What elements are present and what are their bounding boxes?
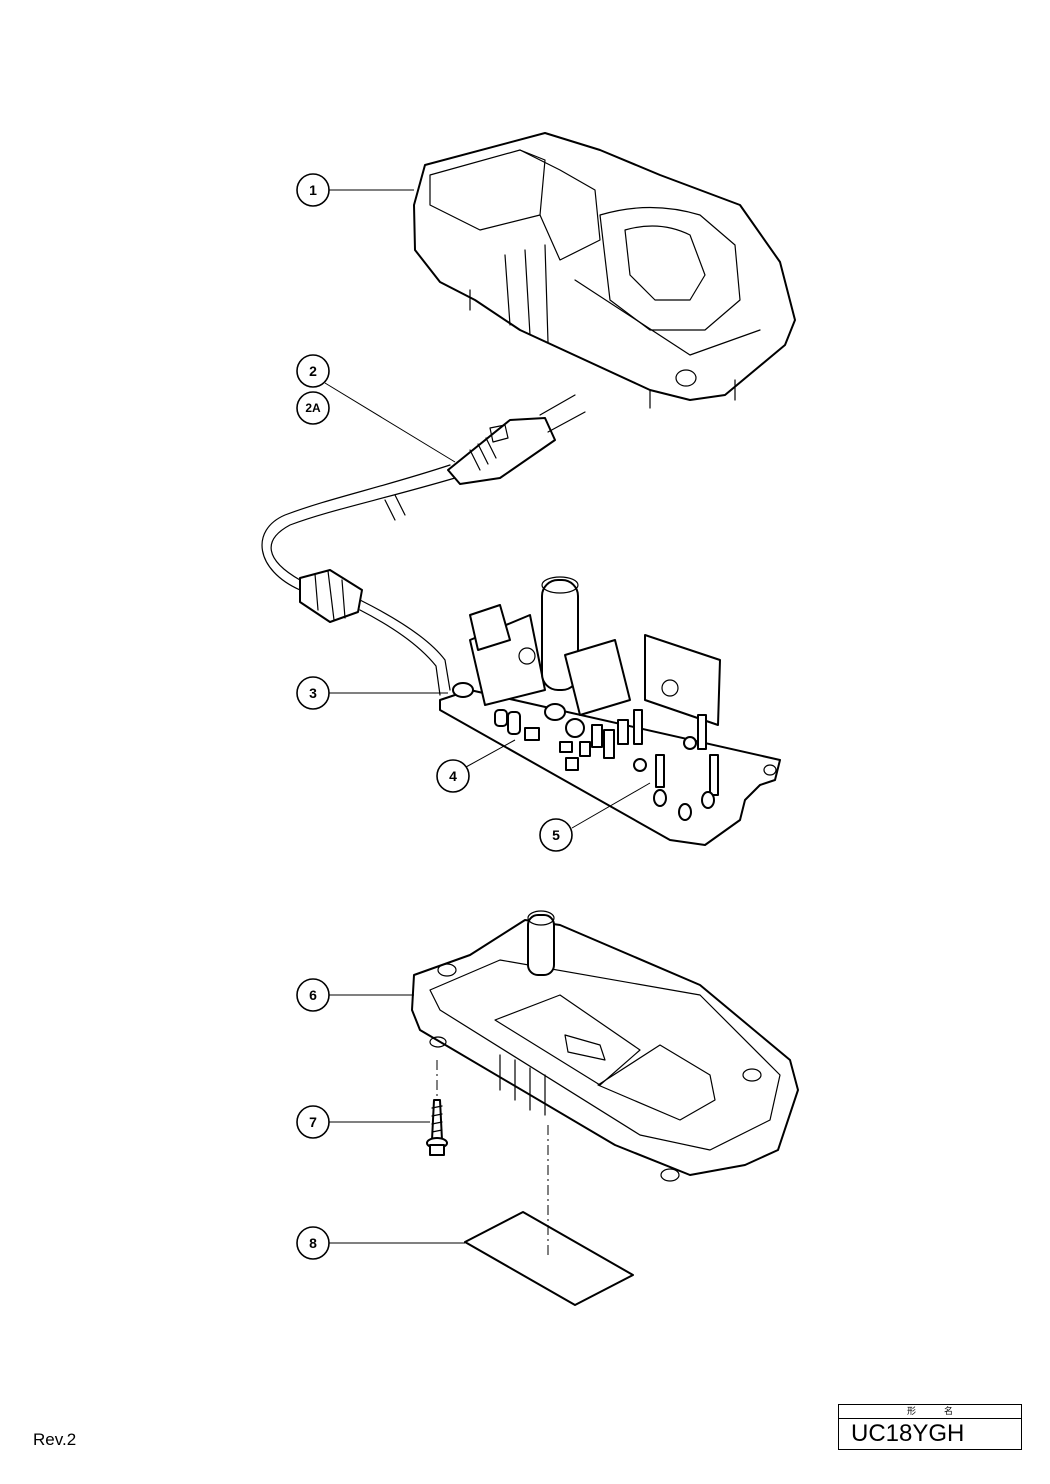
charger-top-housing: [413, 132, 796, 409]
callout-1: 1: [296, 173, 330, 207]
pcb-assembly: [439, 576, 781, 846]
screw: [426, 1060, 448, 1156]
callout-2a: 2A: [296, 391, 330, 425]
revision-label: Rev.2: [33, 1430, 77, 1449]
callout-7: 7: [296, 1105, 330, 1139]
svg-text:4: 4: [449, 768, 457, 784]
charger-base-housing: [411, 910, 799, 1182]
label-sheet: [464, 1125, 634, 1306]
title-block-header: 形名: [839, 1405, 1021, 1419]
svg-text:6: 6: [309, 987, 317, 1003]
svg-text:7: 7: [309, 1114, 317, 1130]
svg-text:2: 2: [309, 363, 317, 379]
leader-lines: [324, 189, 651, 1244]
model-number: UC18YGH: [851, 1420, 965, 1447]
svg-text:1: 1: [309, 182, 317, 198]
callout-2: 2: [296, 354, 330, 388]
title-block: 形名 UC18YGH: [838, 1404, 1022, 1450]
svg-text:5: 5: [552, 827, 560, 843]
power-cord: [261, 394, 586, 696]
callout-4: 4: [436, 759, 470, 793]
callout-6: 6: [296, 978, 330, 1012]
svg-text:3: 3: [309, 685, 317, 701]
callout-3: 3: [296, 676, 330, 710]
callout-8: 8: [296, 1226, 330, 1260]
svg-text:2A: 2A: [305, 401, 321, 415]
callout-5: 5: [539, 818, 573, 852]
svg-text:8: 8: [309, 1235, 317, 1251]
